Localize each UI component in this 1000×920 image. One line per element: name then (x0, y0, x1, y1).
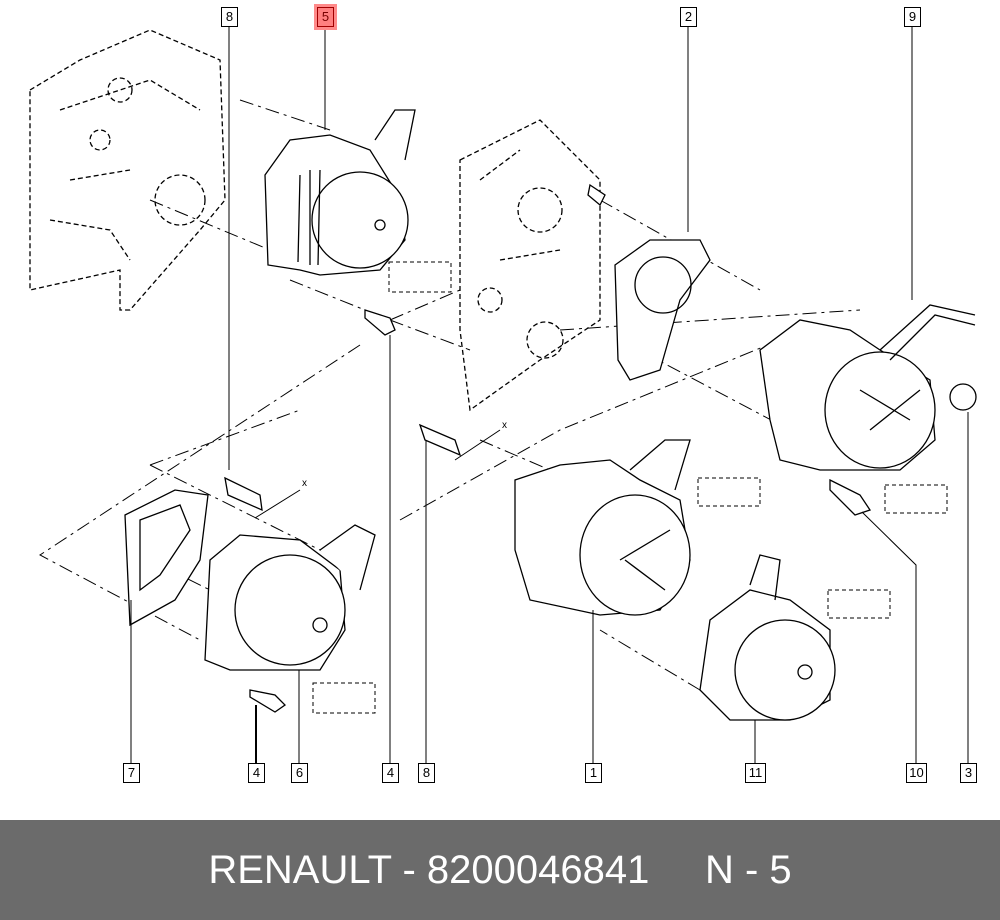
part-number: 8200046841 (426, 848, 650, 892)
vacuum-pump-6 (204, 524, 376, 671)
x-mark-1: x (502, 420, 507, 431)
leader-lines (130, 26, 969, 763)
dimension-marks (254, 429, 501, 519)
callout-top-5-highlighted[interactable]: 5 (317, 7, 334, 27)
callout-bottom-4a[interactable]: 4 (248, 763, 265, 783)
gap (649, 848, 705, 892)
dashed-label-boxes (312, 261, 948, 714)
gasket-2 (614, 239, 711, 381)
callout-bottom-11[interactable]: 11 (745, 763, 766, 783)
callout-bottom-8[interactable]: 8 (418, 763, 435, 783)
x-mark-2: x (302, 478, 307, 489)
brand-name: RENAULT (208, 848, 392, 892)
exploded-parts-diagram: x x (29, 26, 977, 763)
callout-top-2[interactable]: 2 (680, 7, 697, 27)
gasket-7 (124, 489, 209, 627)
position-label: N - 5 (704, 848, 792, 892)
callout-bottom-4b[interactable]: 4 (382, 763, 399, 783)
callout-bottom-10[interactable]: 10 (906, 763, 927, 783)
engine-block-left (29, 29, 226, 311)
callout-bottom-7[interactable]: 7 (123, 763, 140, 783)
separator: - (391, 848, 427, 892)
callout-top-9[interactable]: 9 (904, 7, 921, 27)
callout-top-8[interactable]: 8 (221, 7, 238, 27)
vacuum-pump-9 (759, 304, 977, 471)
vacuum-pump-5 (264, 109, 416, 276)
footer-caption: RENAULT - 8200046841 N - 5 (0, 820, 1000, 920)
callout-bottom-1[interactable]: 1 (585, 763, 602, 783)
engine-block-center (459, 119, 601, 412)
fasteners (224, 183, 872, 713)
callout-bottom-6[interactable]: 6 (291, 763, 308, 783)
callout-bottom-3[interactable]: 3 (960, 763, 977, 783)
vacuum-pump-11 (699, 554, 836, 721)
vacuum-pump-1 (514, 439, 691, 616)
